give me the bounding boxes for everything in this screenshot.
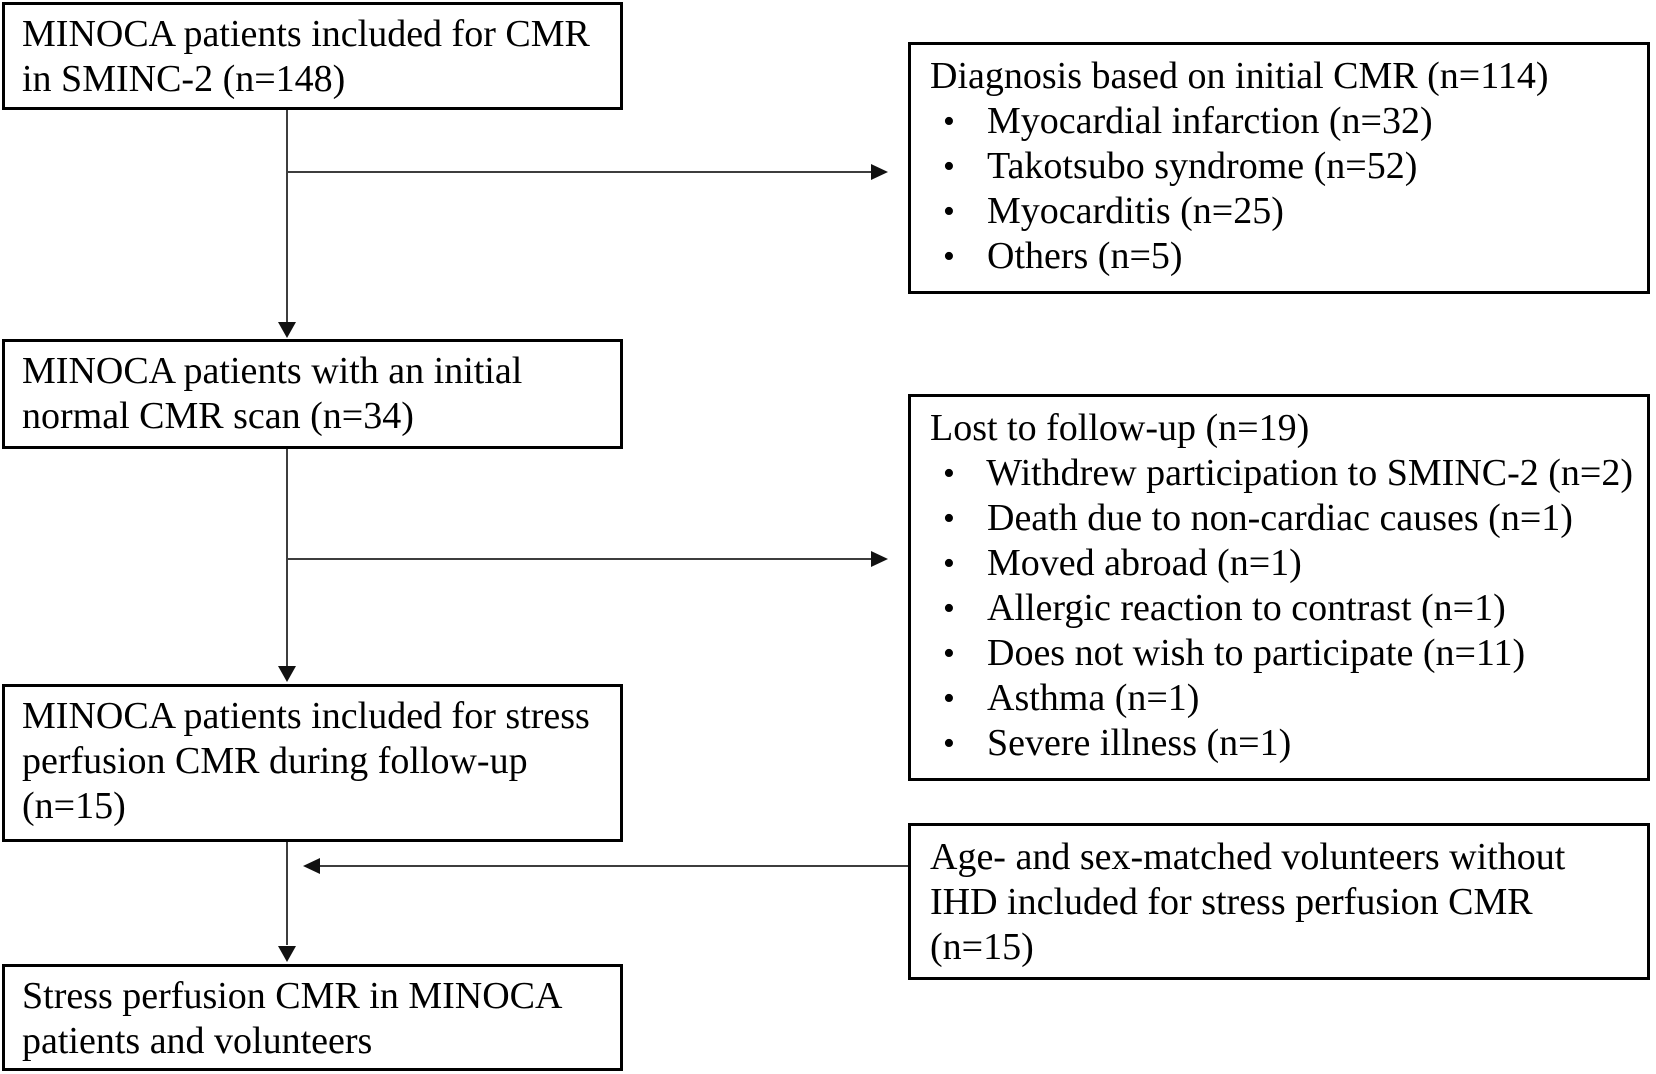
bullet-icon: • — [943, 193, 955, 230]
bullet-icon: • — [943, 725, 955, 762]
bullet-icon: • — [943, 148, 955, 185]
arrow-down-to-final-icon — [278, 946, 296, 962]
box-diagnosis-title: Diagnosis based on initial CMR (n=114) — [930, 55, 1549, 97]
list-item-text: Severe illness (n=1) — [987, 722, 1292, 764]
list-item-text: Death due to non-cardiac causes (n=1) — [987, 497, 1573, 539]
list-item: • Death due to non-cardiac causes (n=1) — [930, 496, 1633, 541]
list-item: • Allergic reaction to contrast (n=1) — [930, 586, 1633, 631]
box-lost-title: Lost to follow-up (n=19) — [930, 407, 1310, 449]
list-item-text: Does not wish to participate (n=11) — [987, 632, 1526, 674]
list-item: • Asthma (n=1) — [930, 676, 1633, 721]
connector-c-to-d-line — [286, 842, 288, 945]
list-item-text: Myocardial infarction (n=32) — [987, 100, 1433, 142]
connector-to-diagnosis-line — [287, 171, 872, 173]
list-item: • Moved abroad (n=1) — [930, 541, 1633, 586]
box-initial-normal-cmr: MINOCA patients with an initial normal C… — [2, 339, 623, 449]
box-matched-volunteers-text: Age- and sex-matched volunteers without … — [930, 836, 1566, 968]
box-diagnosis-initial-cmr: Diagnosis based on initial CMR (n=114) •… — [908, 42, 1650, 294]
list-item-text: Withdrew participation to SMINC-2 (n=2) — [986, 452, 1633, 494]
arrow-left-from-volunteers-icon — [303, 858, 320, 874]
bullet-icon: • — [943, 103, 955, 140]
arrow-right-to-diagnosis-icon — [871, 164, 888, 180]
bullet-icon: • — [943, 680, 955, 717]
list-item: • Myocarditis (n=25) — [930, 189, 1633, 234]
bullet-icon: • — [943, 238, 955, 275]
list-item: • Myocardial infarction (n=32) — [930, 99, 1633, 144]
list-item-text: Myocarditis (n=25) — [987, 190, 1284, 232]
list-item-text: Asthma (n=1) — [987, 677, 1200, 719]
bullet-icon: • — [943, 500, 955, 537]
box-stress-perfusion-followup: MINOCA patients included for stress perf… — [2, 684, 623, 842]
bullet-icon: • — [943, 455, 955, 492]
connector-b-to-c-line — [286, 449, 288, 666]
connector-a-to-b-line — [286, 110, 288, 324]
box-initial-normal-cmr-text: MINOCA patients with an initial normal C… — [22, 350, 523, 437]
box-lost-to-followup: Lost to follow-up (n=19) • Withdrew part… — [908, 394, 1650, 781]
list-item-text: Allergic reaction to contrast (n=1) — [987, 587, 1506, 629]
list-item: • Severe illness (n=1) — [930, 721, 1633, 766]
list-item-text: Others (n=5) — [987, 235, 1183, 277]
list-item: • Others (n=5) — [930, 234, 1633, 279]
list-item: • Withdrew participation to SMINC-2 (n=2… — [930, 451, 1633, 496]
arrow-down-to-followup-icon — [278, 666, 296, 682]
connector-from-volunteers-line — [319, 865, 908, 867]
box-stress-perfusion-final-text: Stress perfusion CMR in MINOCA patients … — [22, 975, 563, 1062]
arrow-down-to-normal-cmr-icon — [278, 322, 296, 338]
list-item-text: Takotsubo syndrome (n=52) — [987, 145, 1418, 187]
list-item: • Takotsubo syndrome (n=52) — [930, 144, 1633, 189]
box-minoca-included-cmr: MINOCA patients included for CMR in SMIN… — [2, 2, 623, 110]
bullet-icon: • — [943, 635, 955, 672]
bullet-icon: • — [943, 545, 955, 582]
list-item: • Does not wish to participate (n=11) — [930, 631, 1633, 676]
list-item-text: Moved abroad (n=1) — [987, 542, 1302, 584]
arrow-right-to-lost-icon — [871, 551, 888, 567]
connector-to-lost-line — [287, 558, 872, 560]
bullet-icon: • — [943, 590, 955, 627]
box-stress-perfusion-final: Stress perfusion CMR in MINOCA patients … — [2, 964, 623, 1071]
box-minoca-included-cmr-text: MINOCA patients included for CMR in SMIN… — [22, 13, 590, 100]
box-stress-perfusion-followup-text: MINOCA patients included for stress perf… — [22, 695, 590, 827]
box-matched-volunteers: Age- and sex-matched volunteers without … — [908, 823, 1650, 980]
